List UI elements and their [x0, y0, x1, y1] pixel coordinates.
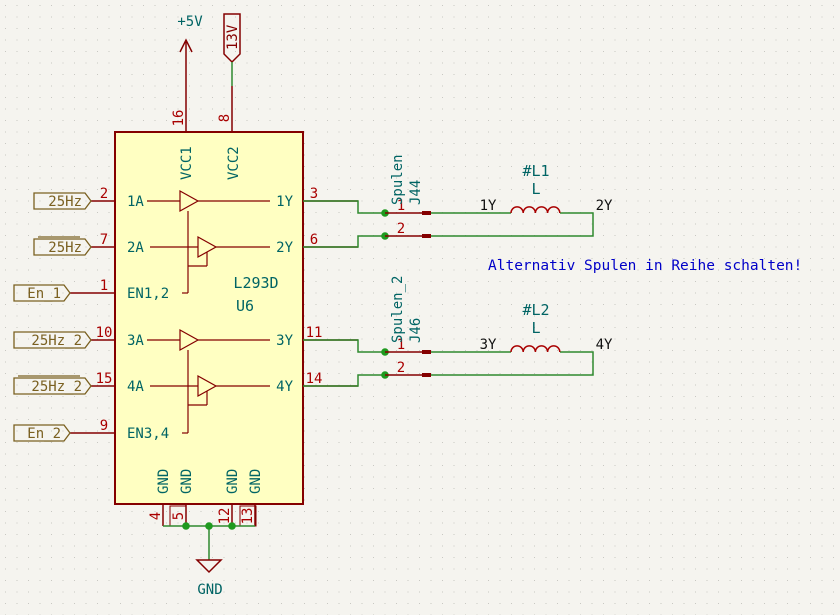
inductor-l2-ref: #L2 — [522, 301, 549, 319]
vcc-label: +5V — [177, 14, 203, 30]
pin-number-2: 2 — [100, 186, 108, 202]
pin-number-13: 13 — [240, 508, 256, 525]
buffer-3 — [147, 328, 270, 352]
pin-name-3a: 3A — [127, 333, 144, 349]
net-label-3y: 3Y — [480, 337, 497, 353]
net-label-2y: 2Y — [596, 198, 613, 214]
overbars — [18, 236, 80, 377]
connector-j44-ref[interactable]: J44 — [408, 180, 424, 205]
buffer-2 — [150, 211, 270, 294]
pin-number-10: 10 — [96, 325, 113, 341]
inductor-l1-ref: #L1 — [522, 162, 549, 180]
vcc-power-symbol[interactable]: +5V — [177, 14, 203, 86]
inductor-l1-coil[interactable] — [510, 206, 561, 214]
j44-pin-2: 2 — [397, 221, 405, 237]
pin-name-vcc2: VCC2 — [226, 146, 242, 180]
pin-name-1a: 1A — [127, 194, 144, 210]
13v-power-label[interactable]: 13V — [223, 13, 241, 86]
pin-number-16: 16 — [171, 110, 187, 127]
global-label-en2[interactable]: En_2 — [27, 426, 61, 442]
pin-name-gnd-4: GND — [156, 469, 172, 494]
connector-junctions — [381, 209, 389, 379]
l293d-chip-body[interactable] — [114, 131, 304, 505]
pin-name-3y: 3Y — [276, 333, 293, 349]
pin-number-12: 12 — [217, 508, 233, 525]
pin-name-en12: EN1,2 — [127, 286, 169, 302]
global-label-en1[interactable]: En_1 — [27, 286, 61, 302]
13v-label: 13V — [225, 24, 241, 50]
global-label-shapes — [13, 192, 92, 442]
pin-number-4: 4 — [148, 512, 164, 520]
pin-name-2y: 2Y — [276, 240, 293, 256]
ic-reference: U6 — [236, 297, 254, 315]
pin-number-7: 7 — [100, 232, 108, 248]
connector-pins — [385, 212, 422, 376]
inductor-l2-coil[interactable] — [510, 345, 561, 353]
global-label-25hz-2-inverted[interactable]: 25Hz_2 — [31, 379, 82, 395]
pin-name-gnd-13: GND — [248, 469, 264, 494]
pin-number-15: 15 — [96, 371, 113, 387]
inductor-l2-value: L — [531, 319, 540, 337]
output-wires — [303, 200, 385, 387]
j44-pin-1: 1 — [397, 198, 405, 214]
pin-number-8: 8 — [217, 114, 233, 122]
pin-name-1y: 1Y — [276, 194, 293, 210]
global-label-25hz[interactable]: 25Hz — [48, 194, 82, 210]
ic-part-name: L293D — [233, 274, 278, 292]
pin-name-en34: EN3,4 — [127, 426, 169, 442]
connector-spulen-name[interactable]: Spulen — [390, 154, 406, 205]
net-label-1y: 1Y — [480, 198, 497, 214]
inductor-l1-value: L — [531, 180, 540, 198]
gnd-label: GND — [197, 582, 222, 598]
pin-number-6: 6 — [310, 232, 318, 248]
j46-pin-1: 1 — [397, 337, 405, 353]
j46-pin-2: 2 — [397, 360, 405, 376]
pin-number-3: 3 — [310, 186, 318, 202]
net-label-4y: 4Y — [596, 337, 613, 353]
inductor-wires — [431, 212, 594, 376]
pin-number-5: 5 — [171, 512, 187, 520]
pin-number-9: 9 — [100, 418, 108, 434]
global-label-25hz-inverted[interactable]: 25Hz — [48, 240, 82, 256]
pin-name-vcc1: VCC1 — [179, 146, 195, 180]
pin-name-4y: 4Y — [276, 379, 293, 395]
pin-name-2a: 2A — [127, 240, 144, 256]
pin-number-14: 14 — [306, 371, 323, 387]
pin-name-4a: 4A — [127, 379, 144, 395]
note-text: Alternativ Spulen in Reihe schalten! — [488, 258, 802, 274]
buffer-1 — [147, 189, 270, 213]
pin-name-gnd-12: GND — [225, 469, 241, 494]
pin-name-gnd-5: GND — [179, 469, 195, 494]
buffer-4 — [150, 350, 270, 434]
pin-number-11: 11 — [306, 325, 323, 341]
global-label-25hz-2[interactable]: 25Hz_2 — [31, 333, 82, 349]
gnd-power-symbol[interactable]: GND — [163, 525, 255, 598]
connector-j46-ref[interactable]: J46 — [408, 318, 424, 343]
connector-pin-ends — [422, 211, 431, 377]
connector-spulen2-name[interactable]: Spulen_2 — [390, 276, 406, 343]
gnd-junctions — [182, 522, 236, 530]
pin-number-1: 1 — [100, 278, 108, 294]
